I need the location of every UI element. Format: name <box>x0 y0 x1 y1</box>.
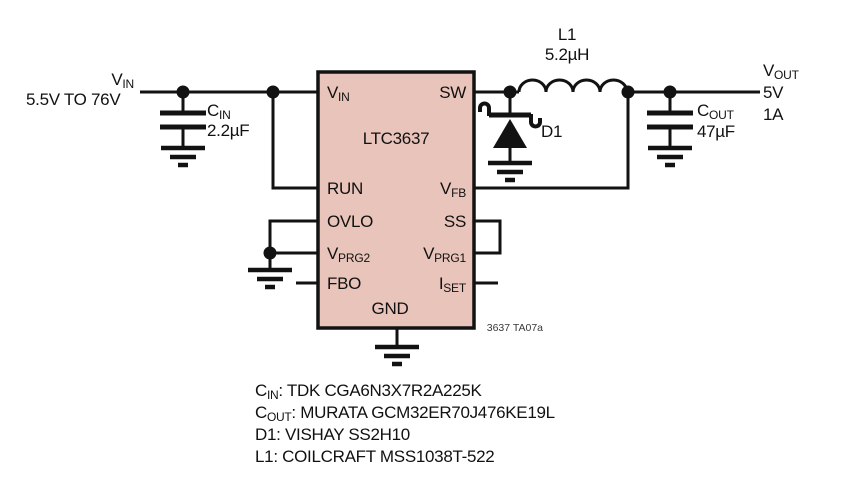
cout-ref-label: COUT <box>697 101 734 122</box>
cout-value-label: 47µF <box>697 122 735 141</box>
ground-icon <box>375 347 419 364</box>
ground-icon <box>488 163 532 180</box>
pin-label-vin: VIN <box>327 83 350 104</box>
vout-current-label: 1A <box>763 105 784 124</box>
ic-name-label: LTC3637 <box>362 129 430 148</box>
inductor-icon <box>517 78 629 93</box>
junction-dot <box>663 85 677 99</box>
vin-range-label: 5.5V TO 76V <box>26 90 121 109</box>
vfb-feedback-wire <box>474 92 630 190</box>
junction-dot <box>266 85 280 99</box>
pin-label-iset: ISET <box>438 274 466 295</box>
bom-line-cout: COUT: MURATA GCM32ER70J476KE19L <box>255 403 555 424</box>
ground-icon <box>161 148 205 165</box>
d1-schottky-hook-left <box>478 101 491 116</box>
ground-icon <box>248 270 292 287</box>
junction-dot <box>263 246 277 260</box>
ovlo-vprg2-wire <box>268 219 318 270</box>
pin-label-sw: SW <box>439 83 466 102</box>
cout-capacitor-icon <box>647 113 693 127</box>
pin-label-vfb: VFB <box>440 179 466 200</box>
bom-line-cin: CIN: TDK CGA6N3X7R2A225K <box>255 381 482 402</box>
pin-label-ss: SS <box>443 212 466 231</box>
vin-net-label: VIN <box>111 70 134 91</box>
cin-value-label: 2.2µF <box>207 121 250 140</box>
pin-label-run: RUN <box>327 179 363 198</box>
vout-voltage-label: 5V <box>763 83 784 102</box>
cin-ref-label: CIN <box>207 101 231 122</box>
ground-icon <box>648 148 692 165</box>
ss-vprg1-wire <box>474 219 502 255</box>
junction-dot <box>176 85 190 99</box>
pin-label-vprg1: VPRG1 <box>423 244 466 265</box>
pin-label-fbo: FBO <box>327 274 362 293</box>
vout-net-label: VOUT <box>763 61 799 82</box>
l1-ref-label: L1 <box>557 25 577 44</box>
d1-ref-label: D1 <box>541 122 563 141</box>
pin-label-ovlo: OVLO <box>327 212 374 231</box>
junction-dot <box>621 85 635 99</box>
figure-note: 3637 TA07a <box>486 322 543 334</box>
l1-value-label: 5.2µH <box>544 45 590 64</box>
pin-label-vprg2: VPRG2 <box>327 244 370 265</box>
d1-schottky-hook-right <box>529 114 542 129</box>
run-wire <box>271 92 318 190</box>
d1-diode-icon <box>493 119 527 148</box>
bom-line-d1: D1: VISHAY SS2H10 <box>255 425 410 444</box>
cin-capacitor-icon <box>160 113 206 127</box>
junction-dot <box>503 85 517 99</box>
bom-line-l1: L1: COILCRAFT MSS1038T-522 <box>255 447 495 466</box>
pin-label-gnd: GND <box>371 299 409 318</box>
